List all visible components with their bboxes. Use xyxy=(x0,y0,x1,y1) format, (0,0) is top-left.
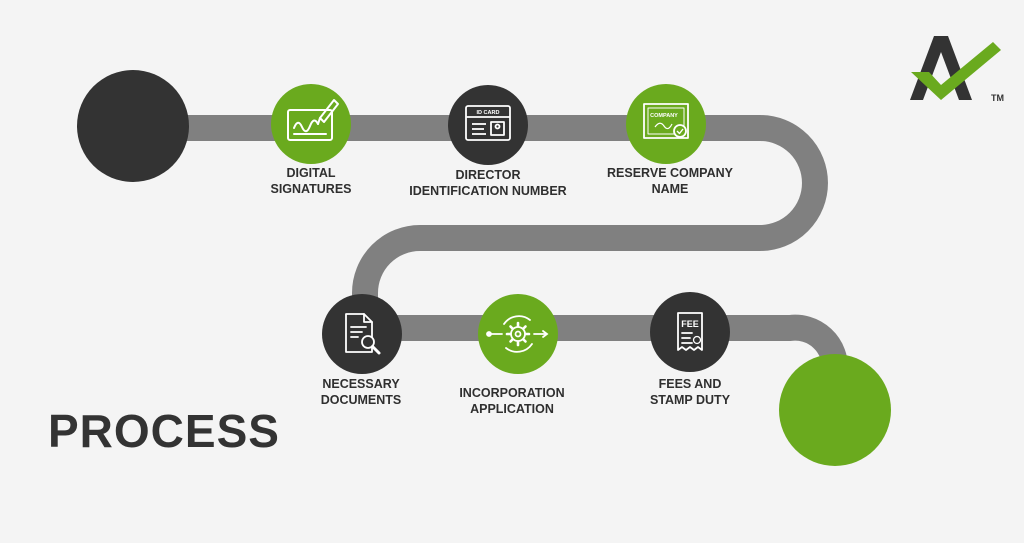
logo-check-icon xyxy=(911,42,1001,100)
label-line-1: DIRECTOR xyxy=(455,168,521,182)
end-marker xyxy=(779,354,891,466)
label-line-2: IDENTIFICATION NUMBER xyxy=(409,184,567,198)
id-card-icon xyxy=(465,105,511,141)
start-marker xyxy=(77,70,189,182)
label-line-1: RESERVE COMPANY xyxy=(607,166,733,180)
step-label-incorporation-application: INCORPORATION APPLICATION xyxy=(417,385,607,417)
page-title: PROCESS xyxy=(48,405,280,457)
step-label-necessary-documents: NECESSARY DOCUMENTS xyxy=(266,376,456,408)
step-necessary-documents xyxy=(322,294,402,374)
step-fees-and-stamp-duty: FEE xyxy=(650,292,730,372)
label-line-2: DOCUMENTS xyxy=(320,393,402,407)
document-search-icon xyxy=(345,313,381,355)
step-label-digital-signatures: DIGITAL SIGNATURES xyxy=(216,165,406,197)
step-reserve-company-name: COMPANY xyxy=(626,84,706,164)
step-label-reserve-company-name: RESERVE COMPANY NAME xyxy=(575,165,765,197)
brand-logo: TM xyxy=(910,36,1004,103)
id-card-icon-text: ID CARD xyxy=(477,110,500,116)
step-label-director-identification-number: DIRECTOR IDENTIFICATION NUMBER xyxy=(393,167,583,199)
fee-receipt-icon xyxy=(677,312,703,351)
step-digital-signatures xyxy=(271,84,351,164)
logo-trademark: TM xyxy=(991,93,1004,103)
label-line-1: FEES AND xyxy=(658,377,722,391)
label-line-1: NECESSARY xyxy=(322,377,400,391)
signature-pen-icon xyxy=(287,99,339,141)
process-road xyxy=(135,115,849,410)
certificate-icon-text: COMPANY xyxy=(650,113,678,119)
certificate-icon xyxy=(643,103,689,139)
label-line-1: INCORPORATION xyxy=(459,386,565,400)
label-line-1: DIGITAL xyxy=(286,166,336,180)
gear-process-icon xyxy=(486,315,549,353)
label-line-2: SIGNATURES xyxy=(270,182,352,196)
label-line-2: NAME xyxy=(651,182,689,196)
step-director-identification-number: ID CARD xyxy=(448,85,528,165)
fee-receipt-icon-text: FEE xyxy=(681,319,699,329)
step-incorporation-application xyxy=(478,294,558,374)
step-label-fees-and-stamp-duty: FEES AND STAMP DUTY xyxy=(595,376,785,408)
label-line-2: STAMP DUTY xyxy=(649,393,731,407)
label-line-2: APPLICATION xyxy=(470,402,554,416)
